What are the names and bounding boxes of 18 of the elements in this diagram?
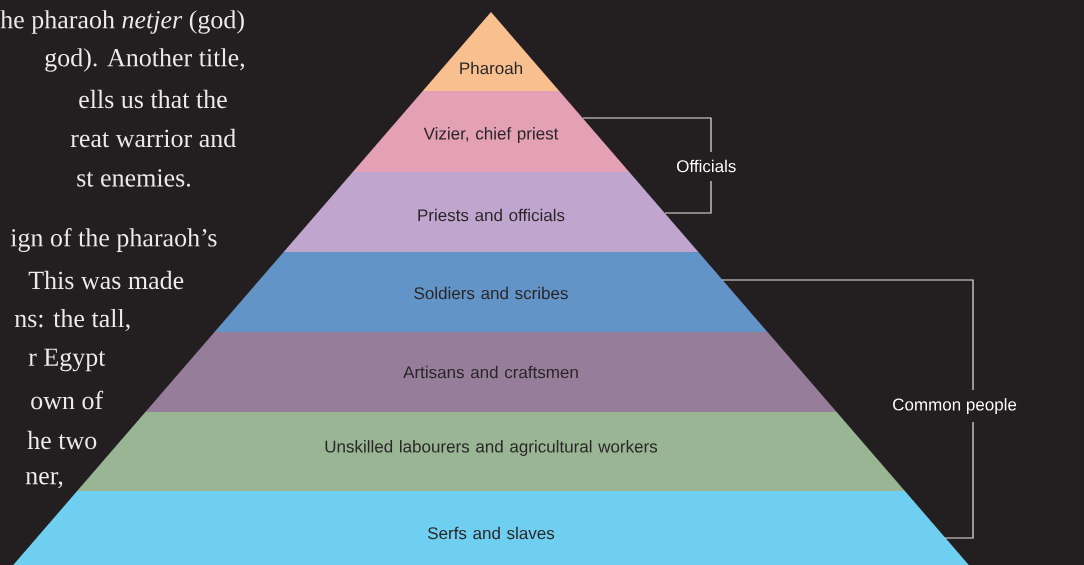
body-text: own of — [31, 390, 104, 410]
body-text: ns: the tall, — [14, 309, 130, 331]
pyramid-layer: Serfs and slaves — [13, 491, 969, 565]
body-text: st enemies. — [77, 169, 191, 187]
body-text: ner, — [25, 471, 63, 489]
body-text: he pharaoh netjer (god) — [0, 10, 244, 34]
body-text: ells us that the — [79, 89, 227, 109]
group-label: Officials — [677, 159, 736, 173]
pyramid-layer: Priests and officials — [283, 172, 699, 252]
pyramid-layer: Pharoah — [422, 12, 560, 91]
pyramid-layer: Vizier, chief priest — [352, 91, 630, 172]
body-text: god). Another title, — [45, 48, 245, 72]
body-text: ign of the pharaoh’s — [10, 228, 217, 252]
body-text: reat warrior and — [70, 128, 236, 148]
group-label: Common people — [893, 398, 1017, 414]
body-text: This was made — [28, 270, 184, 290]
body-text: r Egypt — [28, 348, 106, 372]
pyramid-layer: Soldiers and scribes — [214, 252, 768, 332]
